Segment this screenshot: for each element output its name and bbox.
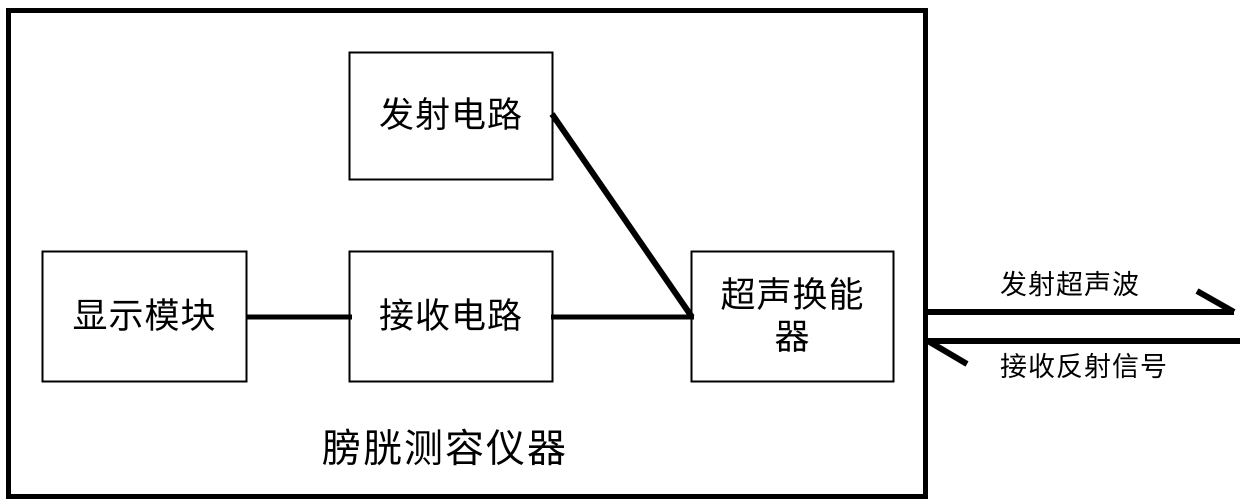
- enclosure-border: [6, 8, 928, 499]
- arrowhead-transmit-ultrasound: [1195, 288, 1236, 315]
- arrowhead-receive-reflected: [926, 338, 969, 367]
- signal-label-transmit-ultrasound: 发射超声波: [1000, 270, 1140, 300]
- block-ultrasonic-transducer[interactable]: [690, 250, 895, 383]
- block-transmit-circuit[interactable]: [348, 51, 554, 181]
- block-display-module[interactable]: [41, 250, 248, 383]
- block-receive-circuit[interactable]: [348, 250, 554, 383]
- signal-label-receive-reflected: 接收反射信号: [1000, 352, 1168, 382]
- connector-transmit-to-transducer: [549, 112, 695, 319]
- enclosure-caption: 膀胱测容仪器: [322, 428, 569, 471]
